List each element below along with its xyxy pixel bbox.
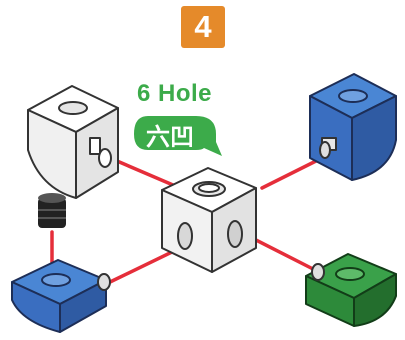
six-hole-cube: [161, 167, 257, 273]
speech-bubble-icon: [134, 116, 222, 156]
blue-base-block: [11, 259, 111, 333]
blue-wedge-block: [309, 73, 397, 181]
green-base-block: [305, 253, 397, 327]
step-number-badge: 4: [181, 6, 225, 48]
white-wedge-block: [27, 85, 119, 199]
black-peg: [38, 193, 66, 228]
six-hole-label: 6 Hole: [137, 80, 213, 107]
six-hole-chinese-label: 六凹: [146, 122, 194, 151]
connector-lines: [50, 156, 324, 284]
